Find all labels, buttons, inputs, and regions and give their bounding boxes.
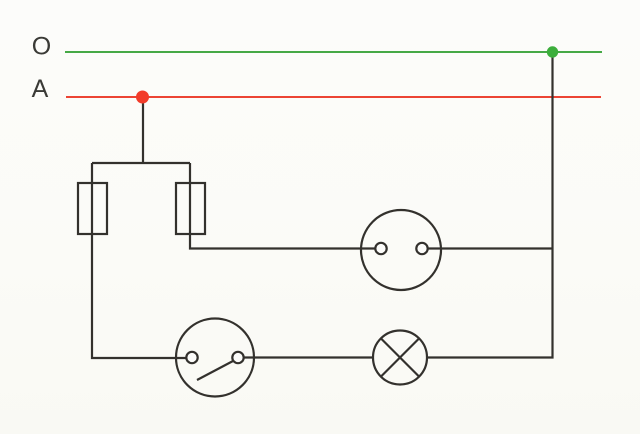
wire-label-a: A	[32, 75, 49, 103]
right-leg-wire	[188, 163, 375, 250]
lamp-outline-circle	[371, 329, 429, 386]
switch-blade	[196, 360, 234, 381]
wire-label-o: O	[32, 33, 51, 61]
socket-outlet-symbol	[359, 208, 443, 292]
socket-terminal-left	[374, 241, 388, 256]
socket-outline-circle	[359, 208, 443, 292]
fuse-right	[174, 181, 207, 236]
lamp-symbol	[371, 329, 429, 386]
socket-terminal-right	[415, 241, 429, 256]
lamp-to-wire-o-riser	[427, 52, 554, 359]
junction-dot-o	[546, 46, 559, 58]
switch-terminal-left	[185, 350, 199, 365]
switch-terminal-right	[231, 350, 245, 365]
junction-dot-a	[136, 90, 149, 104]
conductors	[90, 52, 554, 360]
switch-outline-circle	[174, 317, 256, 398]
left-leg-wire	[90, 163, 186, 360]
fuse-left	[76, 181, 109, 236]
switch-symbol	[174, 317, 256, 398]
lamp-cross	[380, 337, 420, 378]
tap-wire-a-branch	[92, 97, 190, 165]
